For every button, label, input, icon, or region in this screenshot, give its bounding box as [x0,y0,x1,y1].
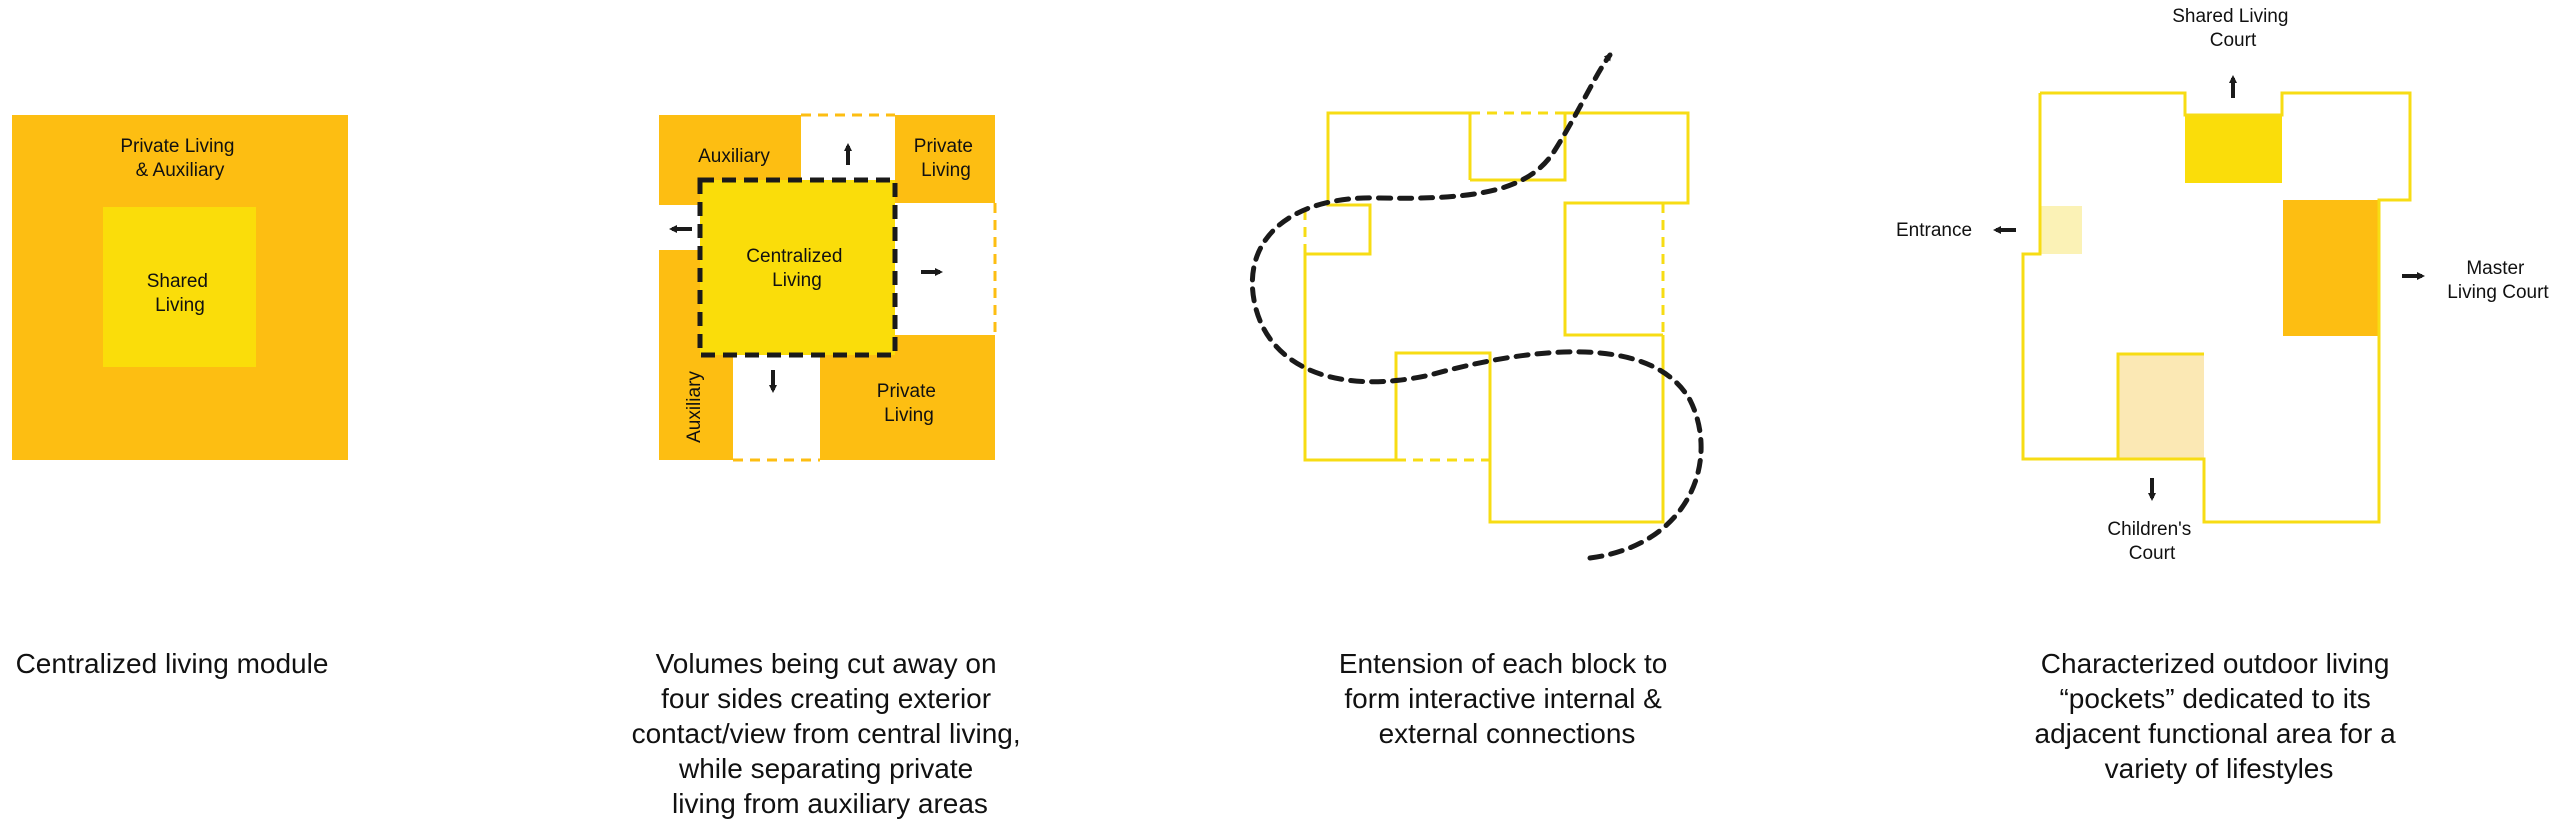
auxiliary-vertical-label: Auxiliary [684,371,705,443]
block-outline-bottom [1394,335,1665,524]
private-living-bottom-label: Private Living [877,381,941,426]
caption-panel-4: Characterized outdoor living “pockets” d… [2035,648,2404,784]
house-outline [2021,91,2412,524]
childrens-court-label: Children's Court [2107,519,2196,564]
master-living-court-pocket [2283,200,2379,336]
caption-panel-1: Centralized living module [16,648,329,679]
shared-living-block [103,207,256,367]
block-outline-top-right [1470,111,1690,337]
shared-living-label: Shared Living [147,271,214,316]
shared-living-court-pocket [2185,115,2282,183]
private-living-auxiliary-label: Private Living & Auxiliary [120,136,239,181]
private-living-top-label: Private Living [914,136,978,181]
auxiliary-top-label: Auxiliary [698,146,770,167]
caption-panel-2: Volumes being cut away on four sides cre… [632,648,1029,819]
panel-3-block-extensions [1249,52,1704,561]
centralized-living-label: Centralized Living [746,246,847,291]
master-living-court-label: Master Living Court [2447,258,2549,303]
panel-2-volumes-cut-away: Auxiliary Private Living Centralized Liv… [659,113,997,462]
panel-4-outdoor-pockets: Shared Living Court Entrance Master Livi… [1896,6,2549,564]
connection-path [1249,52,1704,561]
shared-living-court-label: Shared Living Court [2172,6,2293,51]
entrance-pocket [2040,206,2082,254]
caption-panel-3: Entension of each block to form interact… [1339,648,1675,749]
panel-1-centralized-module: Private Living & Auxiliary Shared Living [12,115,348,460]
entrance-label: Entrance [1896,220,1972,241]
childrens-court-pocket [2118,354,2204,459]
centralized-living-block [697,177,898,358]
block-outline-top-left [1303,111,1472,462]
